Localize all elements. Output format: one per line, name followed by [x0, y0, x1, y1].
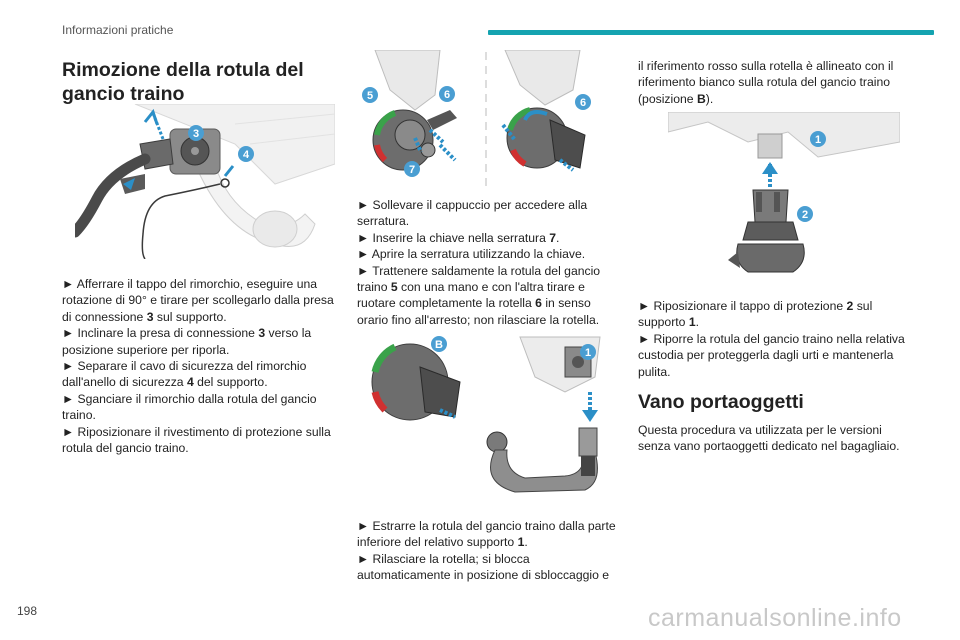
col1-step-3: ► Separare il cavo di sicurezza del rimo…	[62, 359, 307, 390]
col1-steps: ► Afferrare il tappo del rimorchio, eseg…	[62, 276, 334, 456]
running-header: Informazioni pratiche	[62, 23, 174, 37]
section-title-storage: Vano portaoggetti	[638, 391, 804, 413]
page-number: 198	[17, 604, 38, 618]
col2-step-6: ► Rilasciare la rotella; si blocca autom…	[357, 551, 610, 583]
badge-4: 4	[243, 149, 250, 161]
col1-step-5: ► Riposizionare il rivestimento di prote…	[62, 424, 331, 456]
col2-step-4: ► Trattenere saldamente la rotula del ga…	[357, 263, 601, 327]
badge-7: 7	[409, 164, 415, 176]
col1-step-4: ► Sganciare il rimorchio dalla rotula de…	[62, 391, 317, 423]
watermark: carmanualsonline.info	[648, 604, 902, 632]
col2-step-2: ► Inserire la chiave nella serratura 7.	[357, 230, 560, 245]
col1-step-2: ► Inclinare la presa di connessione 3 ve…	[62, 326, 312, 357]
col2-step-3: ► Aprire la serratura utilizzando la chi…	[357, 247, 586, 262]
col3-steps: ► Riposizionare il tappo di protezione 2…	[638, 298, 908, 380]
protection-cap-illustration: 1 2	[668, 112, 900, 288]
col2-steps-b: ► Estrarre la rotula del gancio traino d…	[357, 518, 619, 584]
col3-intro: il riferimento rosso sulla rotella è all…	[638, 59, 894, 106]
towball-extraction-illustration: B 1	[355, 332, 617, 502]
badge-1-col3: 1	[815, 134, 821, 146]
header-accent-bar	[488, 30, 934, 35]
trailer-socket-illustration: 3 4	[75, 104, 335, 259]
col1-step-1: ► Afferrare il tappo del rimorchio, eseg…	[62, 277, 334, 324]
col3-step-2: ► Riporre la rotula del gancio traino ne…	[638, 331, 905, 379]
col2-step-1: ► Sollevare il cappuccio per accedere al…	[357, 198, 588, 229]
lock-and-wheel-illustration: 5 6 7 6	[355, 50, 617, 190]
col2-steps-a: ► Sollevare il cappuccio per accedere al…	[357, 197, 619, 328]
badge-5: 5	[367, 90, 373, 102]
badge-1-col2: 1	[585, 347, 591, 359]
section-title-removal: Rimozione della rotula del gancio traino	[62, 59, 304, 105]
col2-step-5: ► Estrarre la rotula del gancio traino d…	[357, 519, 616, 550]
badge-6-left: 6	[444, 89, 450, 101]
col3-step-1: ► Riposizionare il tappo di protezione 2…	[638, 299, 873, 330]
badge-2: 2	[802, 209, 808, 221]
col3-storage-paragraph: Questa procedura va utilizzata per le ve…	[638, 423, 900, 454]
badge-3: 3	[193, 128, 199, 140]
badge-B: B	[435, 339, 443, 351]
badge-6-right: 6	[580, 97, 586, 109]
